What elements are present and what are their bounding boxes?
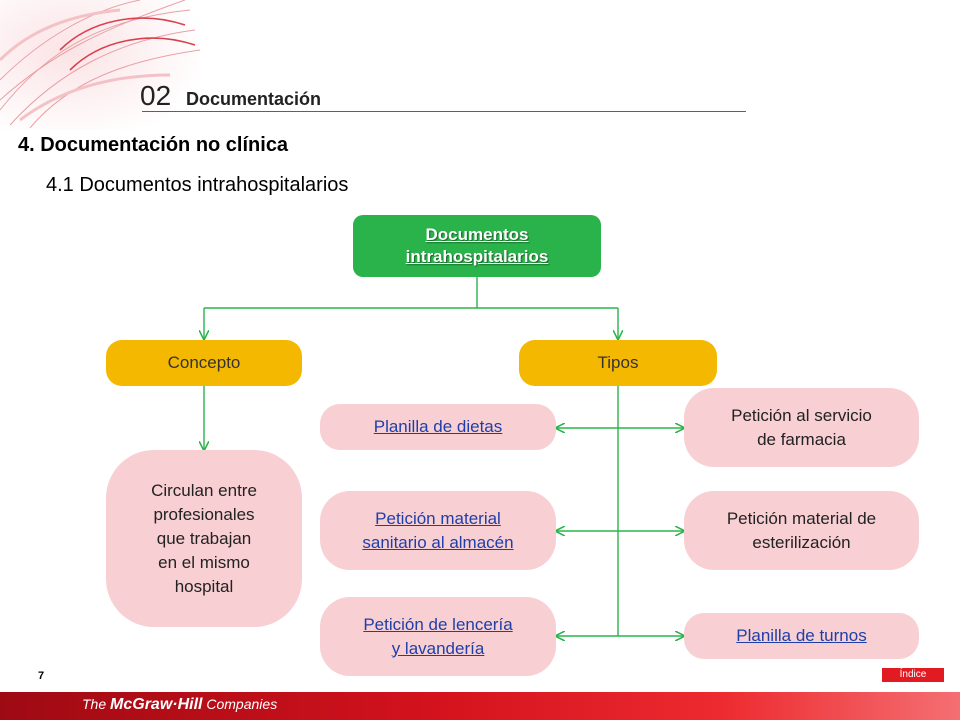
brand-suffix: Companies bbox=[206, 696, 278, 712]
chapter-number: 02 bbox=[140, 80, 172, 111]
type-planilla-dietas[interactable]: Planilla de dietas bbox=[320, 404, 556, 450]
brand-the: The bbox=[82, 696, 107, 712]
type-label: Planilla de dietas bbox=[373, 417, 503, 436]
concept-desc-line: hospital bbox=[174, 576, 234, 596]
root-label-line1: Documentos bbox=[425, 225, 529, 244]
type-label: Planilla de turnos bbox=[736, 626, 867, 645]
type-label: Petición material bbox=[375, 508, 501, 528]
root-node[interactable]: Documentos intrahospitalarios bbox=[353, 215, 601, 277]
type-label: sanitario al almacén bbox=[362, 532, 514, 552]
page-number: 7 bbox=[38, 670, 45, 682]
type-planilla-turnos[interactable]: Planilla de turnos bbox=[684, 613, 919, 659]
concept-desc-line: profesionales bbox=[153, 504, 255, 524]
types-node: Tipos bbox=[519, 340, 717, 386]
type-label: esterilización bbox=[752, 532, 851, 552]
footer-bar: The McGraw·Hill Companies bbox=[0, 692, 960, 720]
concept-node: Concepto bbox=[106, 340, 302, 386]
concept-description: Circulan entre profesionales que trabaja… bbox=[106, 450, 302, 627]
publisher-logo: The McGraw·Hill Companies bbox=[82, 696, 277, 714]
type-label: Petición de lencería bbox=[363, 614, 513, 634]
concept-desc-line: que trabajan bbox=[156, 528, 252, 548]
index-button[interactable]: Índice bbox=[882, 668, 944, 682]
type-label: y lavandería bbox=[391, 638, 485, 658]
type-peticion-material-sanitario[interactable]: Petición material sanitario al almacén bbox=[320, 491, 556, 570]
type-label: Petición al servicio bbox=[731, 405, 872, 425]
type-label: de farmacia bbox=[757, 429, 846, 449]
chapter-title: Documentación bbox=[186, 89, 322, 109]
brand-name: McGraw·Hill bbox=[110, 696, 203, 713]
subsection-title: 4.1 Documentos intrahospitalarios bbox=[46, 174, 349, 196]
type-peticion-farmacia: Petición al servicio de farmacia bbox=[684, 388, 919, 467]
root-label-line2: intrahospitalarios bbox=[405, 247, 549, 266]
chapter-rule bbox=[142, 111, 746, 112]
type-peticion-esterilizacion: Petición material de esterilización bbox=[684, 491, 919, 570]
section-title: 4. Documentación no clínica bbox=[18, 134, 289, 156]
type-label: Petición material de bbox=[726, 508, 877, 528]
concept-desc-line: en el mismo bbox=[158, 552, 250, 572]
decorative-swirl bbox=[0, 0, 200, 130]
type-peticion-lenceria[interactable]: Petición de lencería y lavandería bbox=[320, 597, 556, 676]
concept-desc-line: Circulan entre bbox=[151, 480, 257, 500]
